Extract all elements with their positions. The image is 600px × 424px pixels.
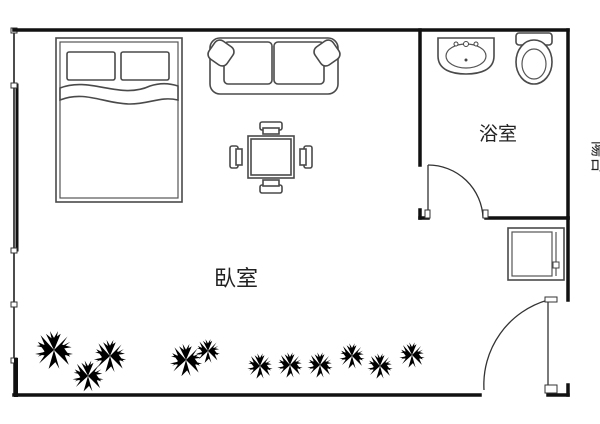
washbasin-icon	[437, 37, 495, 75]
walls	[10, 27, 570, 397]
double-bed-icon	[55, 37, 183, 203]
balcony-label: 陽台	[589, 141, 600, 173]
plant-icon	[72, 360, 104, 392]
door-swing-icon	[424, 164, 489, 219]
plant-icon	[339, 343, 365, 369]
toilet-icon	[515, 32, 553, 85]
sofa-icon	[207, 37, 341, 95]
window-marker-2	[10, 82, 18, 89]
plant-icon	[35, 331, 73, 369]
plant-icon	[399, 342, 425, 368]
dining-table-icon	[229, 121, 313, 194]
bathroom-label: 浴室	[479, 123, 517, 145]
plant-icon	[196, 339, 220, 363]
plant-icon	[367, 353, 393, 379]
bedroom-label: 臥室	[214, 267, 258, 292]
window-marker-3	[10, 247, 18, 254]
plant-icon	[93, 339, 127, 373]
plant-icon	[277, 352, 303, 378]
plant-icon	[247, 353, 273, 379]
window-marker-4	[10, 301, 18, 308]
washing-machine-icon	[507, 227, 565, 281]
plant-icon	[169, 343, 203, 377]
plants-group	[35, 331, 425, 392]
plant-icon	[307, 352, 333, 378]
door-swing-icon	[483, 296, 558, 394]
